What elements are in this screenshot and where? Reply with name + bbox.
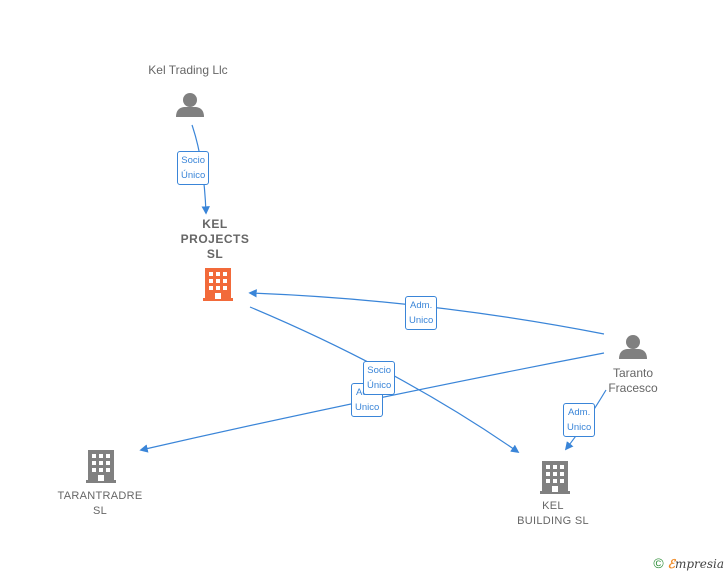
edge-label-taranto-to-projects: Adm. Unico xyxy=(405,296,438,330)
edge-label-taranto-to-building: Adm. Unico xyxy=(563,403,596,437)
building-icon[interactable] xyxy=(86,450,116,483)
person-icon[interactable] xyxy=(619,335,647,359)
node-label-kel-projects[interactable]: KEL PROJECTS SL xyxy=(180,217,250,261)
brand-footer: ©ℰmpresia xyxy=(653,555,724,571)
copyright-icon: © xyxy=(653,555,664,571)
edge-label-kel-trading-to-projects: Socio Único xyxy=(177,151,210,185)
person-icon[interactable] xyxy=(176,93,204,117)
brand-logo-initial: ℰ xyxy=(667,557,675,571)
building-icon[interactable] xyxy=(540,461,570,494)
edge-label-projects-to-building: Socio Único xyxy=(363,361,396,395)
node-label-kel-trading[interactable]: Kel Trading Llc xyxy=(148,63,228,77)
node-label-kel-building[interactable]: KEL BUILDING SL xyxy=(517,500,589,527)
brand-logo-text: mpresia xyxy=(674,557,724,571)
building-icon[interactable] xyxy=(203,268,233,301)
node-label-taranto[interactable]: Taranto Fracesco xyxy=(608,366,658,395)
node-label-tarantradre[interactable]: TARANTRADRE SL xyxy=(57,490,143,517)
